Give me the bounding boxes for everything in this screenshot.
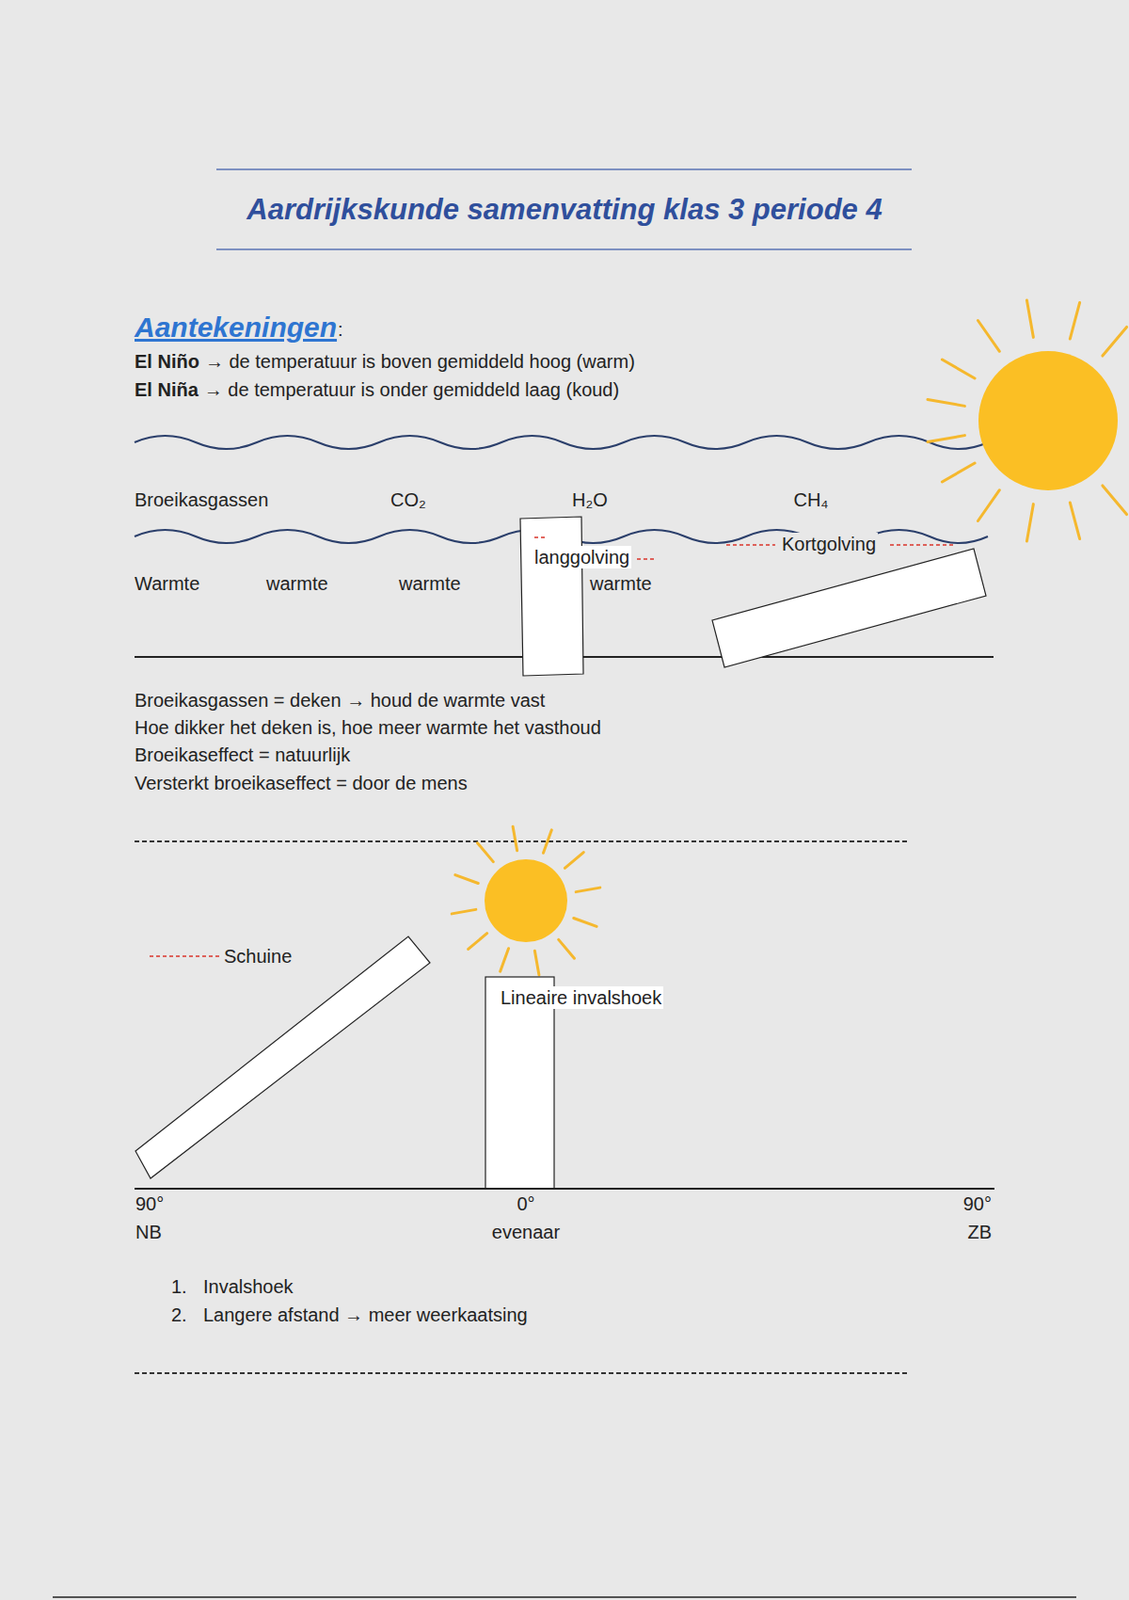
sun-ray — [941, 462, 975, 482]
label: evenaar — [492, 1220, 560, 1243]
sun-ray — [542, 829, 552, 853]
sun-ray — [573, 917, 597, 926]
sun-ray — [1102, 485, 1128, 515]
label: El Niño — [134, 349, 200, 373]
shortwave-beam — [712, 548, 986, 668]
sun-ray — [1069, 302, 1080, 339]
label: NB — [135, 1220, 162, 1243]
red-dash — [534, 536, 548, 539]
red-dash — [890, 543, 954, 546]
label: langgolving — [532, 545, 632, 569]
label: 2. — [171, 1303, 188, 1326]
sun-rays — [927, 300, 1128, 541]
label: Versterkt broeikaseffect = door de mens — [134, 771, 468, 795]
sun-ray — [977, 490, 1000, 522]
label: warmte — [589, 572, 652, 595]
sun-ray — [927, 435, 965, 443]
label: 90° — [963, 1192, 992, 1215]
sun-ray — [512, 826, 518, 851]
sun-ray — [468, 933, 488, 950]
sun-ray — [564, 852, 584, 869]
label: ZB — [967, 1220, 992, 1243]
label: CH₄ — [793, 488, 828, 511]
sun-ray — [455, 874, 478, 884]
label: H₂O — [572, 488, 608, 511]
sun-ray — [575, 887, 601, 892]
label: warmte — [398, 572, 462, 595]
label: CO₂ — [390, 488, 427, 511]
sun-ray — [927, 398, 965, 406]
sun-ray — [941, 359, 975, 379]
label: : — [337, 318, 344, 341]
title-rule — [216, 248, 912, 251]
label: Hoe dikker het deken is, hoe meer warmte… — [134, 715, 602, 739]
label: 1. — [171, 1274, 188, 1298]
sun-ray — [477, 842, 494, 862]
label: 90° — [135, 1192, 164, 1215]
wave-line — [134, 435, 988, 449]
label: Lineaire invalshoek — [498, 985, 664, 1009]
page-rule — [52, 1595, 1077, 1598]
sun-ray — [500, 948, 509, 971]
label: Kortgolving — [779, 532, 878, 556]
label: 0° — [516, 1192, 535, 1215]
label: Invalshoek — [203, 1274, 294, 1298]
sun — [978, 350, 1118, 491]
page-title: Aardrijkskunde samenvatting klas 3 perio… — [246, 191, 882, 228]
longwave-beam — [520, 516, 584, 676]
red-dash — [636, 557, 656, 560]
sun-ray — [534, 950, 540, 975]
label: El Niña — [134, 378, 199, 401]
label: Broeikaseffect = natuurlijk — [134, 743, 350, 766]
sun-ray — [1026, 300, 1034, 337]
sun — [484, 858, 568, 942]
red-dash — [149, 954, 221, 957]
sun-ray — [977, 320, 1000, 352]
section-heading: Aantekeningen — [134, 310, 337, 345]
divider — [134, 1371, 908, 1374]
label: Schuine — [223, 944, 292, 968]
divider — [134, 840, 908, 843]
sun-rays — [451, 826, 601, 975]
axis-line — [134, 1187, 995, 1190]
sun-ray — [1102, 326, 1128, 356]
red-dash — [726, 543, 776, 546]
label: Warmte — [134, 572, 200, 595]
label: warmte — [266, 572, 329, 595]
label: → de temperatuur is boven gemiddeld hoog… — [205, 349, 636, 373]
label: → de temperatuur is onder gemiddeld laag… — [204, 378, 620, 401]
oblique-beam — [135, 936, 430, 1178]
title-rule — [216, 168, 912, 171]
sun-ray — [451, 908, 477, 914]
sun-ray — [1069, 502, 1080, 540]
sun-ray — [558, 938, 575, 958]
label: Langere afstand → meer weerkaatsing — [203, 1303, 528, 1326]
label: Broeikasgassen — [134, 488, 269, 511]
sun-ray — [1026, 504, 1034, 541]
label: Broeikasgassen = deken → houd de warmte … — [134, 688, 545, 712]
